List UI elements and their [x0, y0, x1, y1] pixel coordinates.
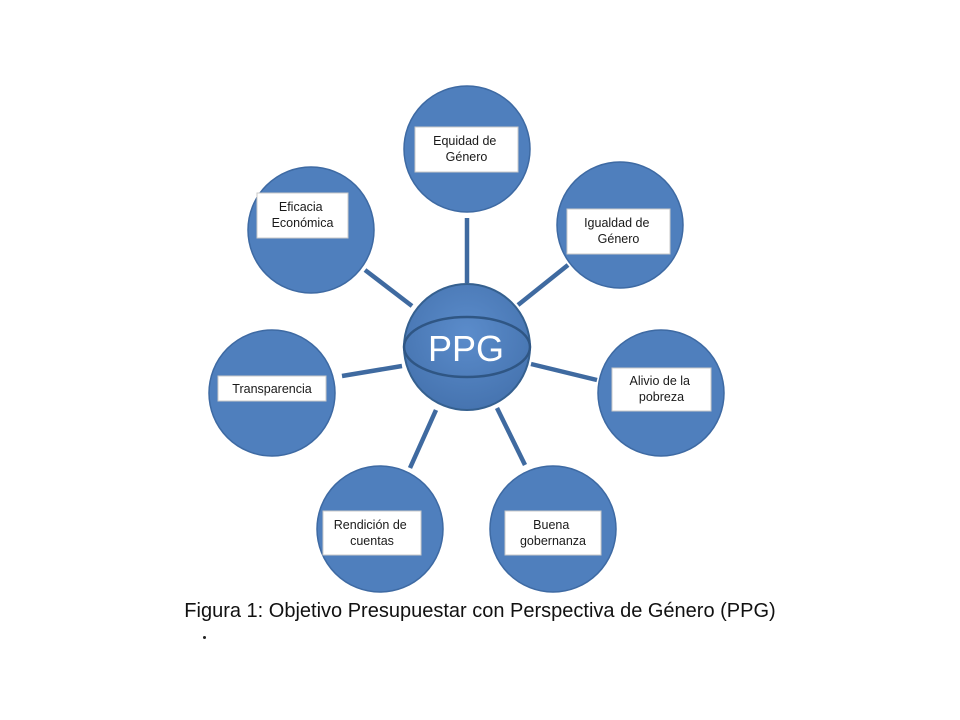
connector-transparencia	[341, 363, 403, 379]
hub-ring	[402, 315, 532, 379]
caption-dot	[203, 636, 206, 639]
node-alivio: Alivio de la pobreza	[597, 329, 725, 457]
node-gobernanza: Buena gobernanza	[489, 465, 617, 593]
node-rendicion-label: Rendición de cuentas	[334, 518, 410, 548]
node-eficacia-label-box	[256, 192, 349, 239]
node-gobernanza-label: Buena gobernanza	[520, 518, 586, 548]
node-equidad-line-2: Género	[446, 150, 488, 164]
node-igualdad-label-box	[566, 208, 671, 255]
node-rendicion-line-2: cuentas	[350, 534, 394, 548]
node-transparencia: Transparencia	[208, 329, 336, 457]
node-transparencia-label: Transparencia	[232, 382, 311, 396]
node-rendicion-line-1: Rendición de	[334, 518, 407, 532]
node-transparencia-label-box	[217, 375, 327, 402]
node-eficacia-line-1: Eficacia	[279, 200, 323, 214]
connector-igualdad	[516, 263, 570, 307]
hub-label: PPG	[428, 328, 504, 369]
connector-alivio	[530, 361, 598, 383]
node-rendicion: Rendición de cuentas	[316, 465, 444, 593]
node-eficacia-label: Eficacia Económica	[272, 200, 334, 230]
node-equidad-label-box	[414, 126, 519, 173]
node-gobernanza-line-2: gobernanza	[520, 534, 586, 548]
node-eficacia-line-2: Económica	[272, 216, 334, 230]
connector-gobernanza	[494, 407, 528, 466]
node-gobernanza-line-1: Buena	[533, 518, 569, 532]
node-igualdad-label: Igualdad de Género	[584, 216, 653, 246]
connectors	[341, 218, 598, 469]
node-equidad-label: Equidad de Género	[433, 134, 500, 164]
node-rendicion-label-box	[322, 510, 422, 556]
node-igualdad-line-1: Igualdad de	[584, 216, 649, 230]
node-igualdad-line-2: Género	[598, 232, 640, 246]
node-alivio-label: Alivio de la pobreza	[630, 374, 694, 404]
node-alivio-label-box	[611, 367, 712, 412]
connector-rendicion	[407, 409, 439, 469]
node-gobernanza-label-box	[504, 510, 602, 556]
node-alivio-line-1: Alivio de la	[630, 374, 690, 388]
figure-caption: Figura 1: Objetivo Presupuestar con Pers…	[184, 600, 776, 622]
node-equidad: Equidad de Género	[403, 85, 531, 213]
node-eficacia: Eficacia Económica	[247, 166, 375, 294]
connector-eficacia	[363, 268, 414, 308]
hub-node: PPG	[402, 283, 532, 411]
node-equidad-line-1: Equidad de	[433, 134, 496, 148]
node-igualdad: Igualdad de Género	[556, 161, 684, 289]
node-transparencia-line-1: Transparencia	[232, 382, 311, 396]
node-alivio-line-2: pobreza	[639, 390, 684, 404]
